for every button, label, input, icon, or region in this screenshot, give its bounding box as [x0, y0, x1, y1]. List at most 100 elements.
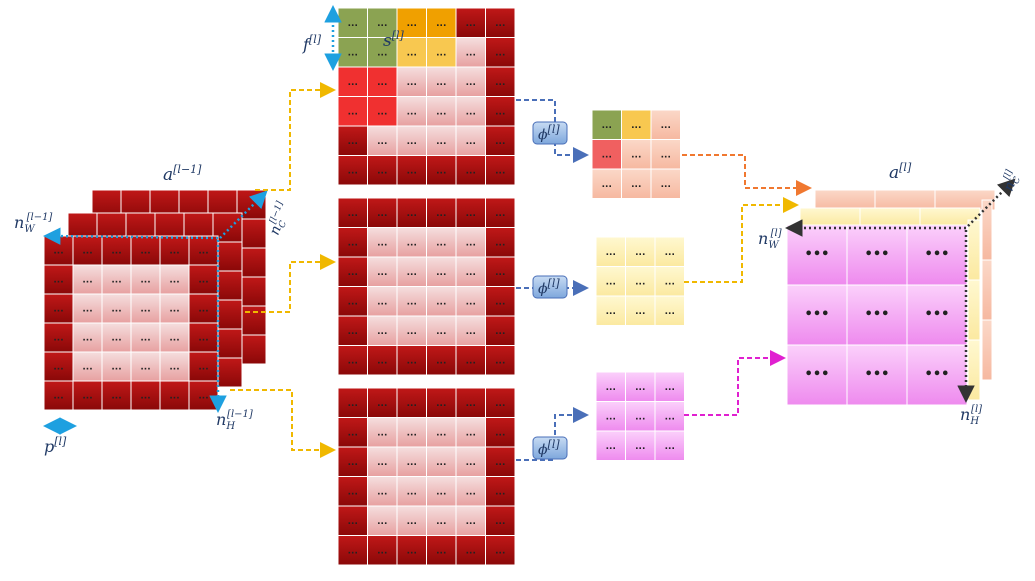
cell-dots: ...	[198, 392, 208, 402]
cell-dots: ...	[466, 327, 476, 337]
cell-dots: ...	[377, 78, 387, 88]
cell-dots: ...	[436, 356, 446, 366]
nH-out-label: nH[l]	[960, 404, 982, 427]
conv-cell: ...	[426, 125, 457, 156]
map-cell: ...	[595, 430, 626, 461]
cell-dots: ...	[466, 137, 476, 147]
conv-cell: ...	[367, 417, 398, 448]
cell-dots: ...	[495, 268, 505, 278]
svg-text:ϕ[l]: ϕ[l]	[538, 438, 560, 458]
conv-cell: ...	[396, 155, 427, 186]
conv-cell: ...	[367, 315, 398, 346]
nC-prev-label: nC[l−1]	[265, 200, 295, 238]
conv-cell: ...	[426, 535, 457, 566]
cell-dots: ...	[198, 247, 208, 257]
cell-dots: ...	[377, 238, 387, 248]
conv-cell: ...	[337, 286, 368, 317]
conv-cell: ...	[426, 37, 457, 68]
input-cell: ...	[43, 380, 74, 411]
nC-out-arrow	[967, 178, 1016, 227]
cell-dots: ...	[436, 209, 446, 219]
cell-dots: •••	[925, 307, 950, 322]
cell-dots: ...	[466, 78, 476, 88]
conv-cell: ...	[485, 37, 516, 68]
cell-dots: ...	[169, 276, 179, 286]
cell-dots: ...	[436, 428, 446, 438]
cell-dots: ...	[495, 107, 505, 117]
map-cell: ...	[654, 371, 685, 402]
convolution-grids: ........................................…	[337, 7, 516, 566]
conv-cell: ...	[396, 37, 427, 68]
conv-cell: ...	[367, 286, 398, 317]
conv-cell: ...	[367, 476, 398, 507]
input-cell: ...	[72, 293, 103, 324]
cell-dots: ...	[407, 327, 417, 337]
input-layer-front: ........................................…	[43, 235, 219, 411]
cell-dots: ...	[377, 209, 387, 219]
conv-cell: ...	[455, 96, 486, 127]
cell-dots: ...	[82, 276, 92, 286]
cell-dots: ...	[348, 209, 358, 219]
feature-maps: ........................................…	[591, 109, 685, 461]
cell-dots: ...	[348, 48, 358, 58]
input-cell: ...	[159, 235, 190, 266]
cell-dots: ...	[436, 48, 446, 58]
conv-cell: ...	[426, 505, 457, 536]
input-cell: ...	[188, 264, 219, 295]
input-cell: ...	[43, 235, 74, 266]
conv-cell: ...	[396, 66, 427, 97]
map-cell: ...	[625, 371, 656, 402]
cell-dots: ...	[602, 150, 612, 160]
cell-dots: ...	[466, 297, 476, 307]
cell-dots: ...	[436, 399, 446, 409]
cell-dots: ...	[377, 517, 387, 527]
conv-cell: ...	[426, 446, 457, 477]
conv-cell: ...	[367, 345, 398, 376]
map-cell: ...	[654, 266, 685, 297]
cell-dots: ...	[169, 247, 179, 257]
map-cell: ...	[654, 430, 685, 461]
phi-symbol: ϕ	[538, 127, 548, 143]
conv-cell: ...	[396, 96, 427, 127]
map-cell: ...	[625, 401, 656, 432]
a-out-label: a[l]	[889, 161, 912, 183]
input-cell: ...	[72, 235, 103, 266]
conv-cell: ...	[337, 37, 368, 68]
phi-symbol: ϕ	[538, 442, 548, 458]
map-cell: ...	[625, 236, 656, 267]
conv-cell: ...	[337, 417, 368, 448]
map-cell: ...	[625, 266, 656, 297]
cell-dots: ...	[377, 327, 387, 337]
cell-dots: ...	[466, 48, 476, 58]
map-cell: ...	[595, 401, 626, 432]
conv-cell: ...	[455, 7, 486, 38]
cell-dots: ...	[495, 297, 505, 307]
input-cell: ...	[101, 380, 132, 411]
input-cell: ...	[101, 351, 132, 382]
map-cell: ...	[650, 139, 681, 170]
phi-superscript: [l]	[548, 438, 561, 451]
output-layer-middle	[799, 207, 981, 401]
map-cell: ...	[625, 430, 656, 461]
conv-cell: ...	[337, 256, 368, 287]
cell-dots: ...	[466, 107, 476, 117]
cell-dots: ...	[495, 19, 505, 29]
conv-cell: ...	[485, 256, 516, 287]
cell-dots: ...	[635, 277, 645, 287]
cell-dots: ...	[466, 19, 476, 29]
output-layer-front: •••••••••••••••••••••••••••	[786, 224, 968, 406]
cell-dots: ...	[661, 180, 671, 190]
cell-dots: ...	[466, 546, 476, 556]
cell-dots: ...	[665, 383, 675, 393]
conv-grid-3: ........................................…	[337, 387, 516, 566]
conv-cell: ...	[455, 505, 486, 536]
output-volume: •••••••••••••••••••••••••••	[786, 189, 996, 406]
nW-prev-label: nW[l−1]	[14, 212, 52, 235]
cell-dots: ...	[631, 121, 641, 131]
cell-dots: ...	[495, 137, 505, 147]
cell-dots: ...	[495, 48, 505, 58]
cell-dots: ...	[436, 238, 446, 248]
cell-dots: ...	[377, 458, 387, 468]
arrow-input-to-grid-2	[245, 254, 336, 313]
cell-dots: ...	[635, 412, 645, 422]
